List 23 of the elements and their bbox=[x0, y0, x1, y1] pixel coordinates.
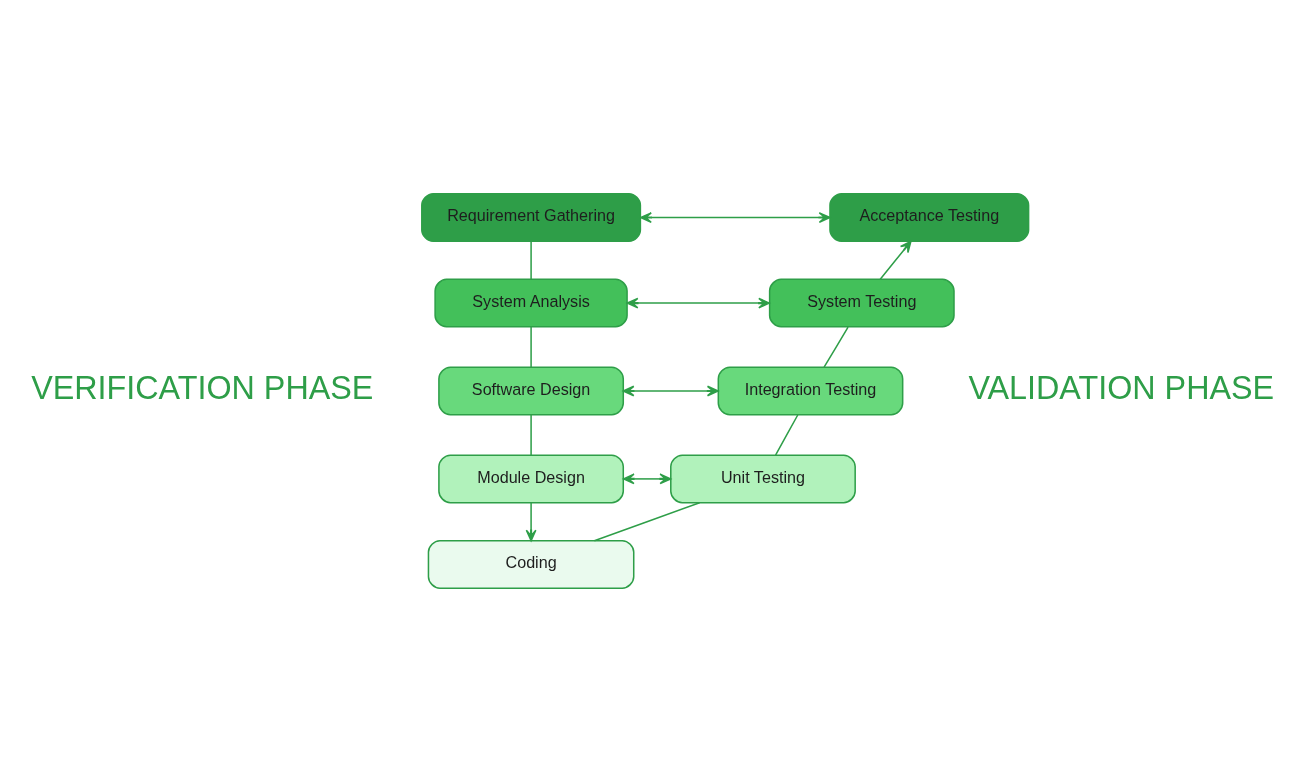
node-box: System Analysis bbox=[434, 278, 628, 328]
label: VERIFICATION PHASE bbox=[31, 370, 374, 407]
connector bbox=[530, 414, 532, 456]
label: VALIDATION PHASE bbox=[968, 370, 1275, 407]
connector bbox=[530, 240, 532, 281]
arrow bbox=[879, 240, 912, 281]
connector bbox=[593, 501, 701, 542]
node-box: Requirement Gathering bbox=[421, 193, 642, 243]
connector bbox=[774, 414, 799, 456]
node-box: Unit Testing bbox=[670, 454, 856, 504]
arrow bbox=[626, 297, 771, 309]
node-box: System Testing bbox=[768, 278, 955, 328]
node-box: Module Design bbox=[438, 454, 625, 504]
arrow bbox=[525, 501, 537, 542]
node-box: Acceptance Testing bbox=[829, 193, 1030, 243]
node-box: Coding bbox=[427, 539, 635, 589]
node-box: Integration Testing bbox=[717, 366, 904, 416]
connector bbox=[530, 326, 532, 368]
arrow bbox=[640, 212, 831, 223]
arrow bbox=[622, 385, 719, 397]
connector bbox=[823, 326, 849, 368]
node-box: Software Design bbox=[438, 366, 625, 416]
arrow bbox=[622, 473, 672, 485]
